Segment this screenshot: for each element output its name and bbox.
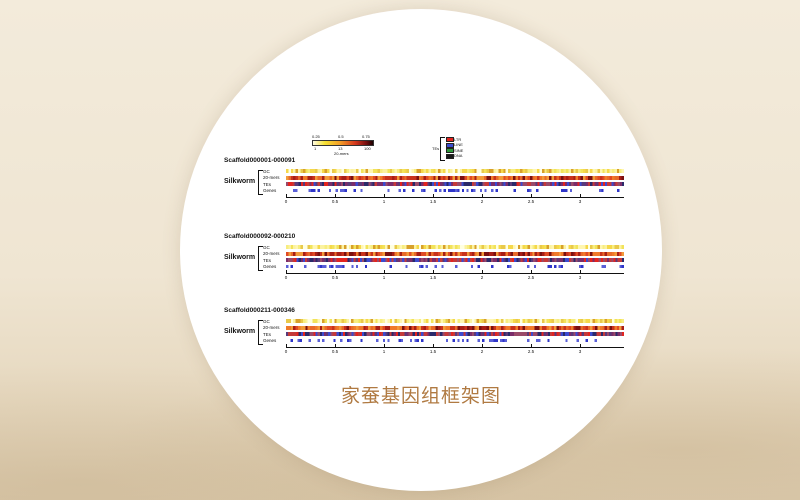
axis-tick-label: 0.5	[331, 275, 339, 280]
te-legend-bracket	[440, 137, 445, 161]
track-bracket	[258, 246, 263, 271]
axis-tick-label: 3	[578, 275, 582, 280]
track-genes	[286, 264, 624, 268]
te-swatch-line	[446, 142, 454, 148]
track-tes	[286, 182, 624, 186]
scaffold-title: Scaffold000001-000091	[224, 157, 296, 164]
scaffold-title: Scaffold000211-000346	[224, 307, 295, 314]
axis-tick	[482, 270, 483, 273]
axis-tick	[433, 344, 434, 347]
axis-tick-label: 3	[578, 349, 582, 354]
track-20-mers	[286, 175, 624, 180]
track-label: 20-mers	[263, 251, 280, 256]
axis-tick-label: 0	[284, 275, 288, 280]
legend-heat-bottom-2: 100	[364, 146, 371, 151]
axis-tick	[335, 194, 336, 197]
track-gc	[286, 319, 624, 323]
species-label: Silkworm	[224, 178, 256, 185]
legend-heat-top-2: 0.75	[362, 134, 370, 139]
axis-tick	[384, 194, 385, 197]
axis-tick	[335, 344, 336, 347]
axis-tick	[286, 194, 287, 197]
axis-tick	[531, 344, 532, 347]
te-label-sine: SINE	[454, 147, 464, 153]
legend-heat-top-1: 0.5	[338, 134, 344, 139]
axis-tick	[580, 270, 581, 273]
axis-tick-label: 2	[480, 349, 484, 354]
track-genes	[286, 338, 624, 342]
axis-tick	[384, 270, 385, 273]
axis-tick-label: 0.5	[331, 349, 339, 354]
axis-tick-label: 1	[382, 199, 386, 204]
track-bracket	[258, 320, 263, 345]
axis-tick-label: 3	[578, 199, 582, 204]
scaffold-title: Scaffold000092-000210	[224, 233, 296, 240]
axis-tick-label: 2.5	[527, 199, 535, 204]
position-axis	[286, 273, 624, 274]
axis-tick	[580, 194, 581, 197]
species-label: Silkworm	[224, 254, 256, 261]
heat-color-scale	[312, 140, 374, 146]
te-swatch-ltr	[446, 137, 454, 142]
axis-tick	[531, 194, 532, 197]
axis-tick-label: 2	[480, 275, 484, 280]
position-axis	[286, 197, 624, 198]
track-label: TEs	[263, 181, 272, 187]
axis-tick-label: 2.5	[527, 349, 535, 354]
track-label: Genes	[263, 338, 277, 343]
track-gc	[286, 245, 624, 249]
track-tes	[286, 332, 624, 336]
axis-tick-label: 1	[382, 275, 386, 280]
te-label-line: LINE	[454, 142, 463, 147]
track-label: 20-mers	[263, 175, 280, 180]
track-20-mers	[286, 325, 624, 330]
legend-heat-sub: 20-mers	[334, 151, 349, 156]
track-label: Genes	[263, 264, 277, 269]
track-genes	[286, 188, 624, 192]
track-label: TEs	[263, 257, 272, 263]
axis-tick-label: 1	[382, 349, 386, 354]
axis-tick-label: 0.5	[331, 199, 339, 204]
axis-tick-label: 1.5	[429, 349, 437, 354]
axis-tick-label: 0	[284, 349, 288, 354]
axis-tick	[482, 194, 483, 197]
track-bracket	[258, 170, 263, 195]
te-label-dna: DNA	[454, 153, 463, 158]
axis-tick-label: 2	[480, 199, 484, 204]
legend-heat-top-0: 0.25	[312, 134, 320, 139]
axis-tick	[580, 344, 581, 347]
axis-tick	[531, 270, 532, 273]
track-label: GC	[263, 318, 270, 324]
axis-tick	[286, 270, 287, 273]
legend-heat-bottom-1: 13	[338, 146, 343, 151]
axis-tick-label: 1.5	[429, 199, 437, 204]
axis-tick	[384, 344, 385, 347]
legend-heat-bottom-0: 1	[314, 146, 317, 151]
track-label: 20-mers	[263, 325, 280, 330]
track-tes	[286, 258, 624, 262]
track-label: GC	[263, 168, 270, 174]
te-legend-title: TEs	[432, 146, 440, 151]
position-axis	[286, 347, 624, 348]
axis-tick	[433, 270, 434, 273]
track-label: TEs	[263, 331, 272, 337]
te-swatch-dna	[446, 153, 454, 159]
axis-tick	[482, 344, 483, 347]
species-label: Silkworm	[224, 328, 256, 335]
axis-tick-label: 1.5	[429, 275, 437, 280]
track-label: GC	[263, 244, 270, 250]
track-label: Genes	[263, 188, 277, 193]
te-label-ltr: LTR	[454, 136, 462, 142]
te-swatch-sine	[446, 148, 454, 153]
axis-tick-label: 2.5	[527, 275, 535, 280]
axis-tick	[335, 270, 336, 273]
axis-tick-label: 0	[284, 199, 288, 204]
figure-caption: 家蚕基因组框架图	[340, 385, 501, 407]
axis-tick	[433, 194, 434, 197]
axis-tick	[286, 344, 287, 347]
track-gc	[286, 169, 624, 173]
track-20-mers	[286, 251, 624, 256]
